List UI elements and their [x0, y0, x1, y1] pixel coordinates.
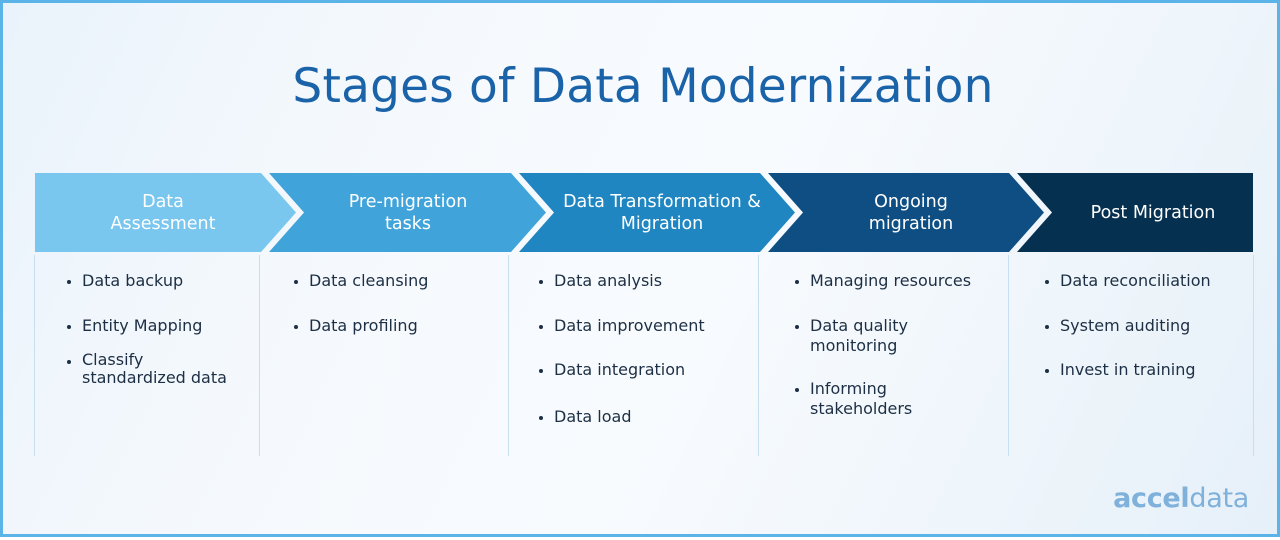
chevron-stage-5 — [1017, 173, 1253, 252]
stage-3-label: Data Transformation & Migration — [563, 191, 761, 234]
list-item: Data quality monitoring — [793, 316, 940, 356]
logo-regular-part: data — [1189, 483, 1249, 514]
list-item: Managing resources — [793, 271, 1003, 291]
list-item: Entity Mapping — [65, 316, 255, 336]
stage-5-items: Data reconciliation System auditing Inve… — [1043, 271, 1248, 380]
column-divider — [34, 255, 35, 456]
stage-chevrons — [35, 173, 1253, 252]
stage-3-items: Data analysis Data improvement Data inte… — [537, 271, 752, 427]
list-item: Data analysis — [537, 271, 752, 291]
logo-bold-part: accel — [1113, 483, 1190, 514]
stage-1-label: Data Assessment — [110, 191, 216, 234]
acceldata-logo: acceldata — [1113, 483, 1249, 514]
list-item: Data profiling — [292, 316, 502, 336]
list-item: Invest in training — [1043, 360, 1248, 380]
stage-4-label: Ongoing migration — [868, 191, 954, 234]
list-item: Informing stakeholders — [793, 379, 940, 419]
stage-2-items: Data cleansing Data profiling — [292, 271, 502, 336]
list-item: Data load — [537, 407, 752, 427]
list-item: Data backup — [65, 271, 255, 291]
chevron-stage-2 — [269, 173, 546, 252]
stage-2-label: Pre-migration tasks — [348, 191, 468, 234]
stage-5-label: Post Migration — [1090, 202, 1216, 223]
page-title: Stages of Data Modernization — [292, 59, 994, 114]
list-item: Data cleansing — [292, 271, 502, 291]
column-divider — [1253, 255, 1254, 456]
list-item: Classify standardized data — [65, 351, 252, 387]
chevron-stage-3 — [519, 173, 795, 252]
list-item: Data reconciliation — [1043, 271, 1248, 291]
list-item: Data improvement — [537, 316, 752, 336]
list-item: Data integration — [537, 360, 752, 380]
chevron-stage-1 — [35, 173, 296, 252]
column-divider — [259, 255, 260, 456]
stage-4-items: Managing resources Data quality monitori… — [793, 271, 1003, 419]
column-divider — [1008, 255, 1009, 456]
chevron-stage-4 — [768, 173, 1044, 252]
column-divider — [758, 255, 759, 456]
stage-1-items: Data backup Entity Mapping Classify stan… — [65, 271, 255, 387]
list-item: System auditing — [1043, 316, 1248, 336]
column-divider — [508, 255, 509, 456]
